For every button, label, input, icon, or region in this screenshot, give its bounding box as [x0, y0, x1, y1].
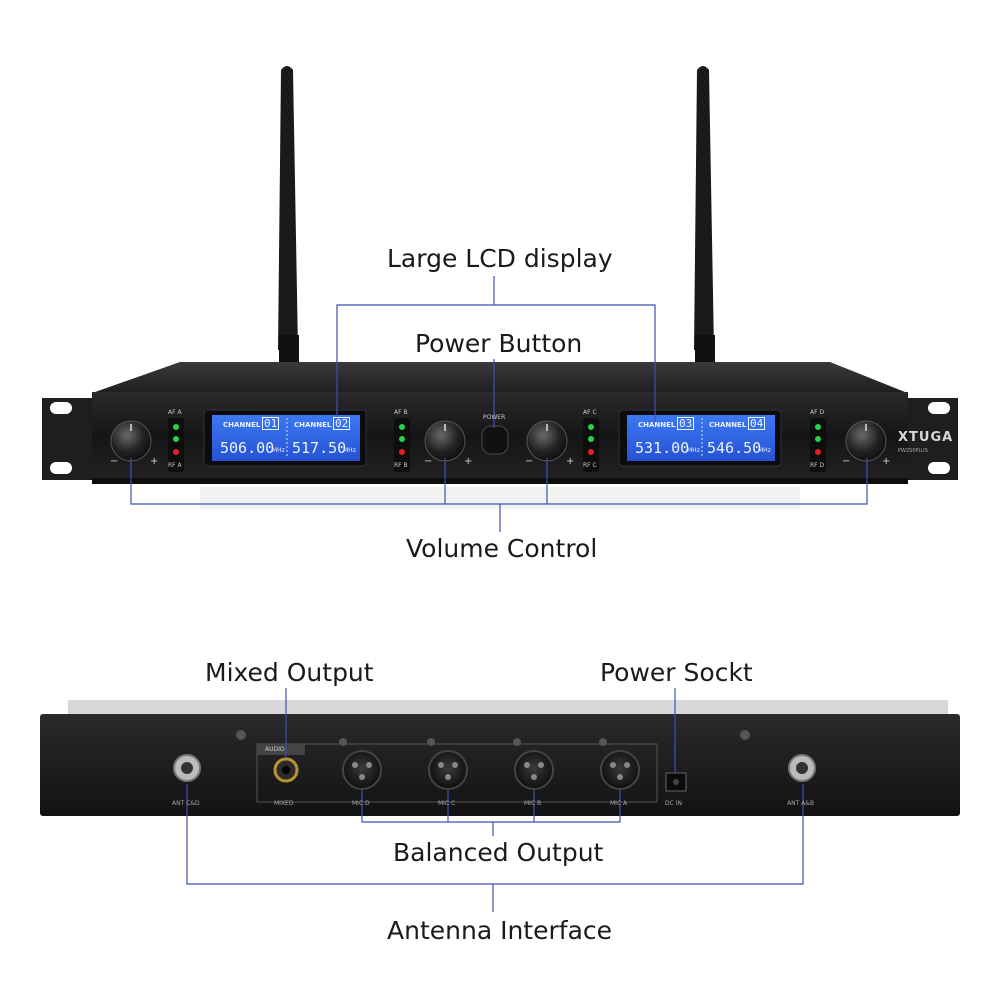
knob-b-minus: −: [424, 456, 433, 467]
lcd-channel-number: 03: [677, 417, 695, 430]
port-label-ant-cd: ANT C&D: [172, 800, 200, 807]
brand-logo: XTUGA: [898, 430, 954, 445]
rf-d-label: RF D: [810, 462, 825, 469]
lcd-display-left: [212, 415, 360, 461]
lcd-frequency: 546.50: [707, 439, 762, 457]
lcd-channel-label: CHANNEL: [223, 421, 261, 429]
knob-a-minus: −: [110, 456, 119, 467]
port-label-mic-c: MIC C: [438, 800, 456, 807]
volume-knob-c[interactable]: [526, 420, 568, 462]
lcd-channel-number: 04: [748, 417, 766, 430]
power-button[interactable]: [481, 425, 509, 455]
lcd-frequency: 531.00: [635, 439, 690, 457]
lcd-frequency: 517.50: [292, 439, 347, 457]
lcd-channel-label: CHANNEL: [294, 421, 332, 429]
rack-ear-left: [42, 398, 100, 480]
antenna-left: [278, 66, 299, 365]
xlr-output-mic-b[interactable]: [514, 750, 554, 790]
indicator-strip-d: [810, 418, 826, 472]
rf-c-label: RF C: [583, 462, 597, 469]
rack-ear-right: [900, 398, 958, 480]
audio-section-frame: [256, 743, 658, 803]
rf-b-label: RF B: [394, 462, 408, 469]
knob-d-minus: −: [842, 456, 851, 467]
knob-b-plus: +: [464, 456, 473, 467]
xlr-output-mic-c[interactable]: [428, 750, 468, 790]
lcd-frequency: 506.00: [220, 439, 275, 457]
lcd-display-right: [627, 415, 775, 461]
indicator-strip-b: [394, 418, 410, 472]
volume-knob-b[interactable]: [424, 420, 466, 462]
xlr-output-mic-a[interactable]: [600, 750, 640, 790]
af-a-label: AF A: [168, 409, 182, 416]
callout-lcd-display: Large LCD display: [387, 244, 613, 273]
lcd-channel-label: CHANNEL: [709, 421, 747, 429]
callout-power-socket: Power Sockt: [600, 658, 753, 687]
antenna-connector-cd[interactable]: [173, 754, 201, 782]
port-label-mic-d: MIC D: [352, 800, 370, 807]
dc-power-socket[interactable]: [665, 772, 687, 792]
port-label-mic-b: MIC B: [524, 800, 542, 807]
lcd-unit: MHz: [343, 447, 356, 454]
lcd-channel-number: 01: [262, 417, 280, 430]
callout-mixed-output: Mixed Output: [205, 658, 374, 687]
power-label: POWER: [483, 414, 506, 421]
af-d-label: AF D: [810, 409, 825, 416]
knob-c-plus: +: [566, 456, 575, 467]
rear-panel: [40, 714, 960, 816]
callout-antenna-interface: Antenna Interface: [387, 916, 613, 945]
volume-knob-a[interactable]: [110, 420, 152, 462]
antenna-connector-ab[interactable]: [788, 754, 816, 782]
af-b-label: AF B: [394, 409, 408, 416]
chassis-top: [95, 362, 905, 392]
rear-top-lip: [68, 700, 948, 714]
indicator-strip-a: [168, 418, 184, 472]
audio-section-tab: [257, 744, 305, 755]
port-label-mixed: MIXED: [274, 800, 294, 807]
port-label-dc-in: DC IN: [665, 800, 682, 807]
model-label: PW2S0PLUS: [898, 448, 928, 454]
callout-balanced-output: Balanced Output: [393, 838, 604, 867]
volume-knob-d[interactable]: [845, 420, 887, 462]
mixed-output-jack[interactable]: [273, 757, 299, 783]
annotation-lines: [130, 276, 868, 912]
indicator-strip-c: [583, 418, 599, 472]
port-label-ant-ab: ANT A&B: [787, 800, 815, 807]
af-c-label: AF C: [583, 409, 597, 416]
knob-d-plus: +: [882, 456, 891, 467]
xlr-output-mic-d[interactable]: [342, 750, 382, 790]
antenna-right: [694, 66, 715, 365]
callout-power-button: Power Button: [415, 329, 583, 358]
lcd-unit: MHz: [687, 447, 700, 454]
lcd-unit: MHz: [758, 447, 771, 454]
callout-volume-control: Volume Control: [406, 534, 598, 563]
port-label-mic-a: MIC A: [610, 800, 628, 807]
lcd-channel-number: 02: [333, 417, 351, 430]
lcd-channel-label: CHANNEL: [638, 421, 676, 429]
rf-a-label: RF A: [168, 462, 182, 469]
audio-section-label: AUDIO: [265, 746, 285, 753]
knob-a-plus: +: [150, 456, 159, 467]
knob-c-minus: −: [525, 456, 534, 467]
lcd-unit: MHz: [272, 447, 285, 454]
